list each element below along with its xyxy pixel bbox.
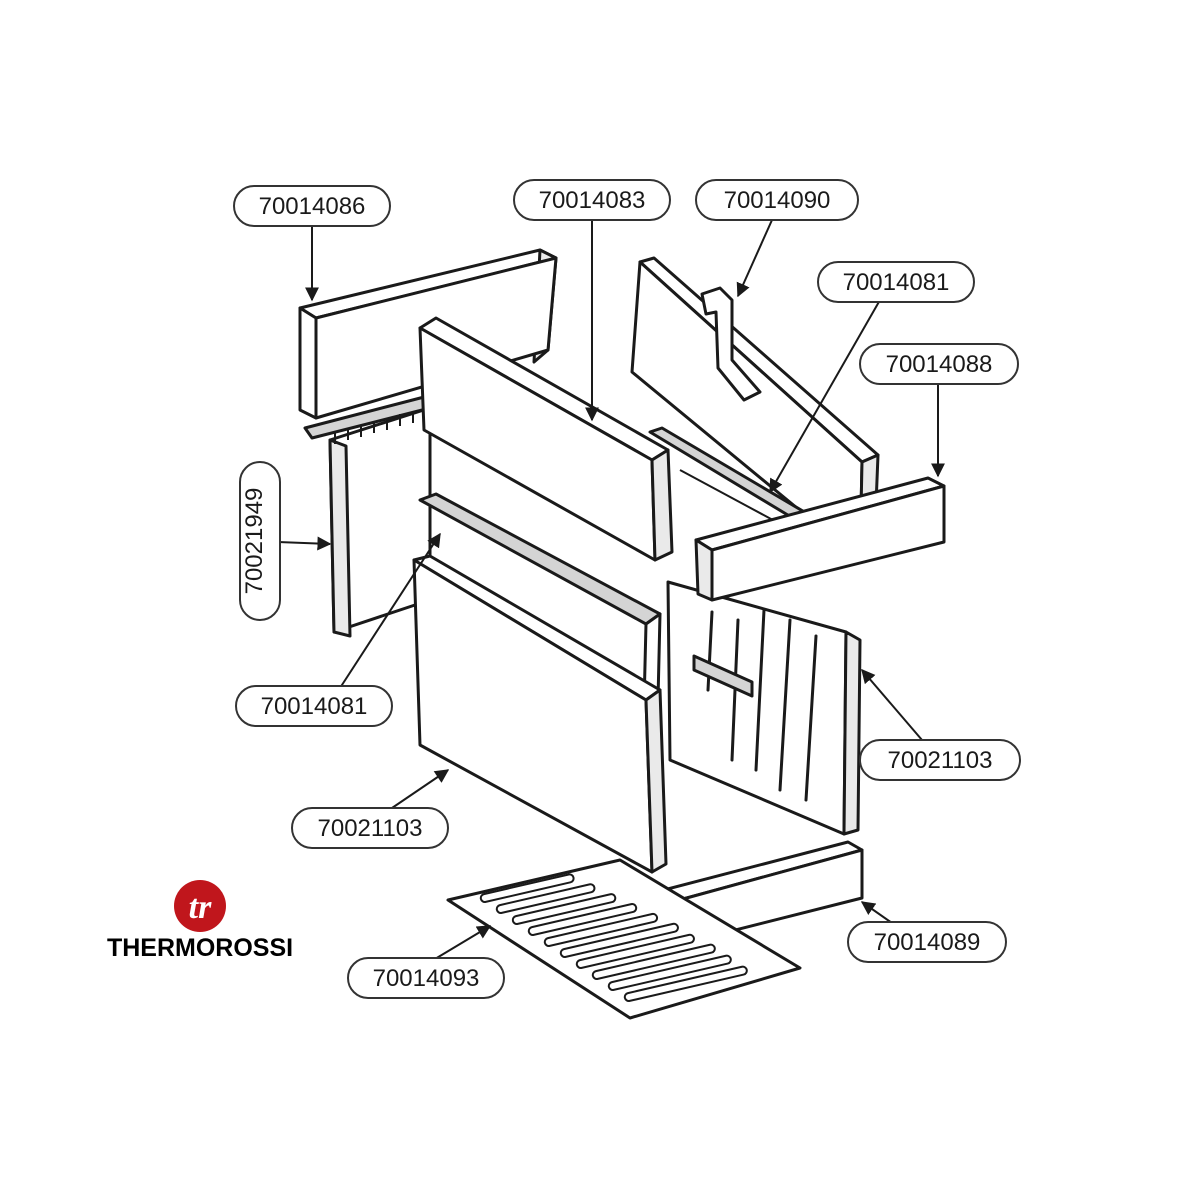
callout-70014090[interactable]: 70014090 [695,179,859,221]
callout-70014083-label: 70014083 [539,187,646,214]
part-70021949-left-side-panel [303,394,432,638]
callout-70021103-right[interactable]: 70021103 [859,739,1021,781]
part-70014093-floor-grate [446,858,802,1020]
teeth-row [334,411,414,444]
logo-monogram: tr [189,889,212,926]
callout-70021103-left[interactable]: 70021103 [291,807,449,849]
part-70014083-central-brick [418,316,674,562]
callout-leaders [277,218,945,963]
thermorossi-logo: tr THERMOROSSI [107,880,293,962]
part-70014088-right-front-brick [694,476,946,602]
callout-70021949-label: 70021949 [241,488,268,595]
callout-70014089[interactable]: 70014089 [847,921,1007,963]
part-70021103-right-back-panel [666,580,862,836]
callout-70014081-top-label: 70014081 [843,269,950,296]
logo-circle [174,880,226,932]
callout-70014089-label: 70014089 [874,929,981,956]
callout-70014088[interactable]: 70014088 [859,343,1019,385]
callout-70014090-label: 70014090 [724,187,831,214]
callout-70014088-label: 70014088 [886,351,993,378]
callout-70014086-label: 70014086 [259,193,366,220]
callout-70014081-left-label: 70014081 [261,693,368,720]
callout-70014083[interactable]: 70014083 [513,179,671,221]
part-70021103-left-front-panel [412,554,668,874]
callout-70014081-left[interactable]: 70014081 [235,685,393,727]
callout-70021103-right-label: 70021103 [888,747,993,774]
callout-70014086[interactable]: 70014086 [233,185,391,227]
callout-70014093[interactable]: 70014093 [347,957,505,999]
callout-70021103-left-label: 70021103 [318,815,423,842]
callout-70014081-top[interactable]: 70014081 [817,261,975,303]
grate-slots [479,873,748,1002]
brand-name: THERMOROSSI [107,934,293,962]
callout-70014093-label: 70014093 [373,965,480,992]
callout-70021949[interactable]: 70021949 [239,461,281,621]
